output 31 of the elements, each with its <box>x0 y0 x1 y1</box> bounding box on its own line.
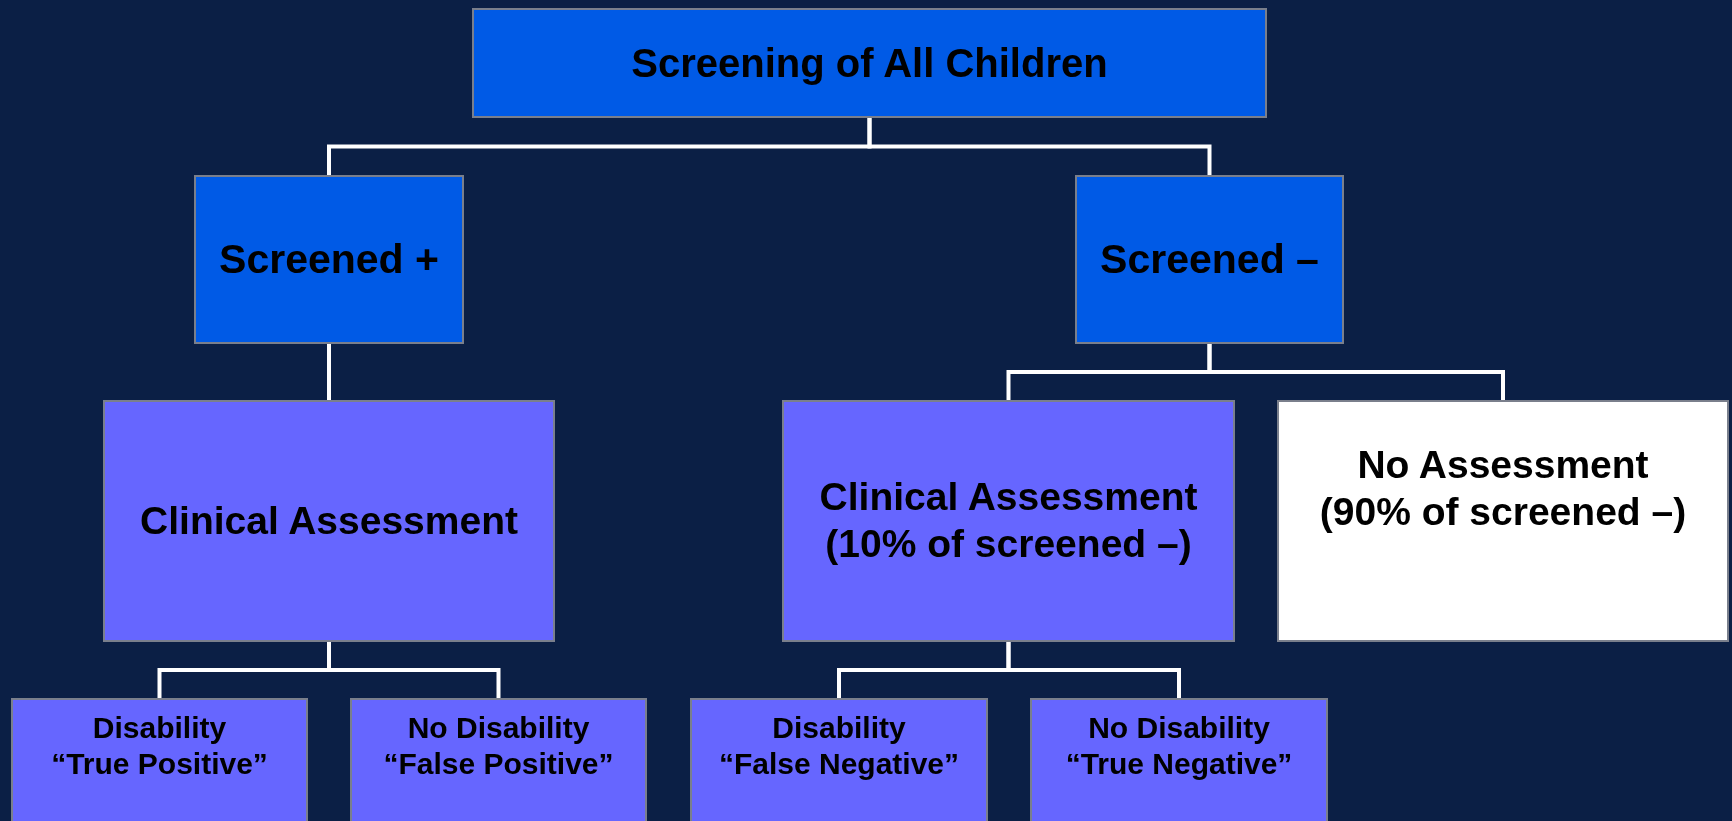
box-label: Clinical Assessment <box>819 474 1198 521</box>
outcome-box <box>350 698 647 821</box>
outcome-box <box>1030 698 1328 821</box>
outcome-box <box>11 698 308 821</box>
box-label: Disability <box>92 710 227 746</box>
process-box <box>1075 175 1344 344</box>
process-box <box>103 400 555 642</box>
box-label: (10% of screened –) <box>825 521 1192 567</box>
box-label: Screened – <box>1100 234 1319 284</box>
box-label: Disability <box>772 710 906 746</box>
box-label: Clinical Assessment <box>140 497 518 544</box>
box-label: Screened + <box>219 234 439 284</box>
connector-line <box>327 642 501 698</box>
box-label: “False Negative” <box>718 746 960 782</box>
connector-line <box>1006 642 1181 698</box>
connector-line <box>327 344 331 400</box>
box-label: “False Positive” <box>383 746 614 782</box>
connector-line <box>1207 344 1505 400</box>
process-box <box>194 175 464 344</box>
connector-line <box>867 118 1212 175</box>
root-box <box>472 8 1267 118</box>
outcome-box <box>1277 400 1729 642</box>
box-label: “True Positive” <box>51 746 268 782</box>
box-label: Screening of All Children <box>631 40 1108 87</box>
box-label: No Disability <box>407 710 590 746</box>
box-label: No Assessment <box>1357 442 1649 488</box>
outcome-box <box>690 698 988 821</box>
process-box <box>782 400 1235 642</box>
box-label: (90% of screened –) <box>1319 488 1687 535</box>
box-label: No Disability <box>1088 710 1270 746</box>
box-label: “True Negative” <box>1065 746 1293 782</box>
